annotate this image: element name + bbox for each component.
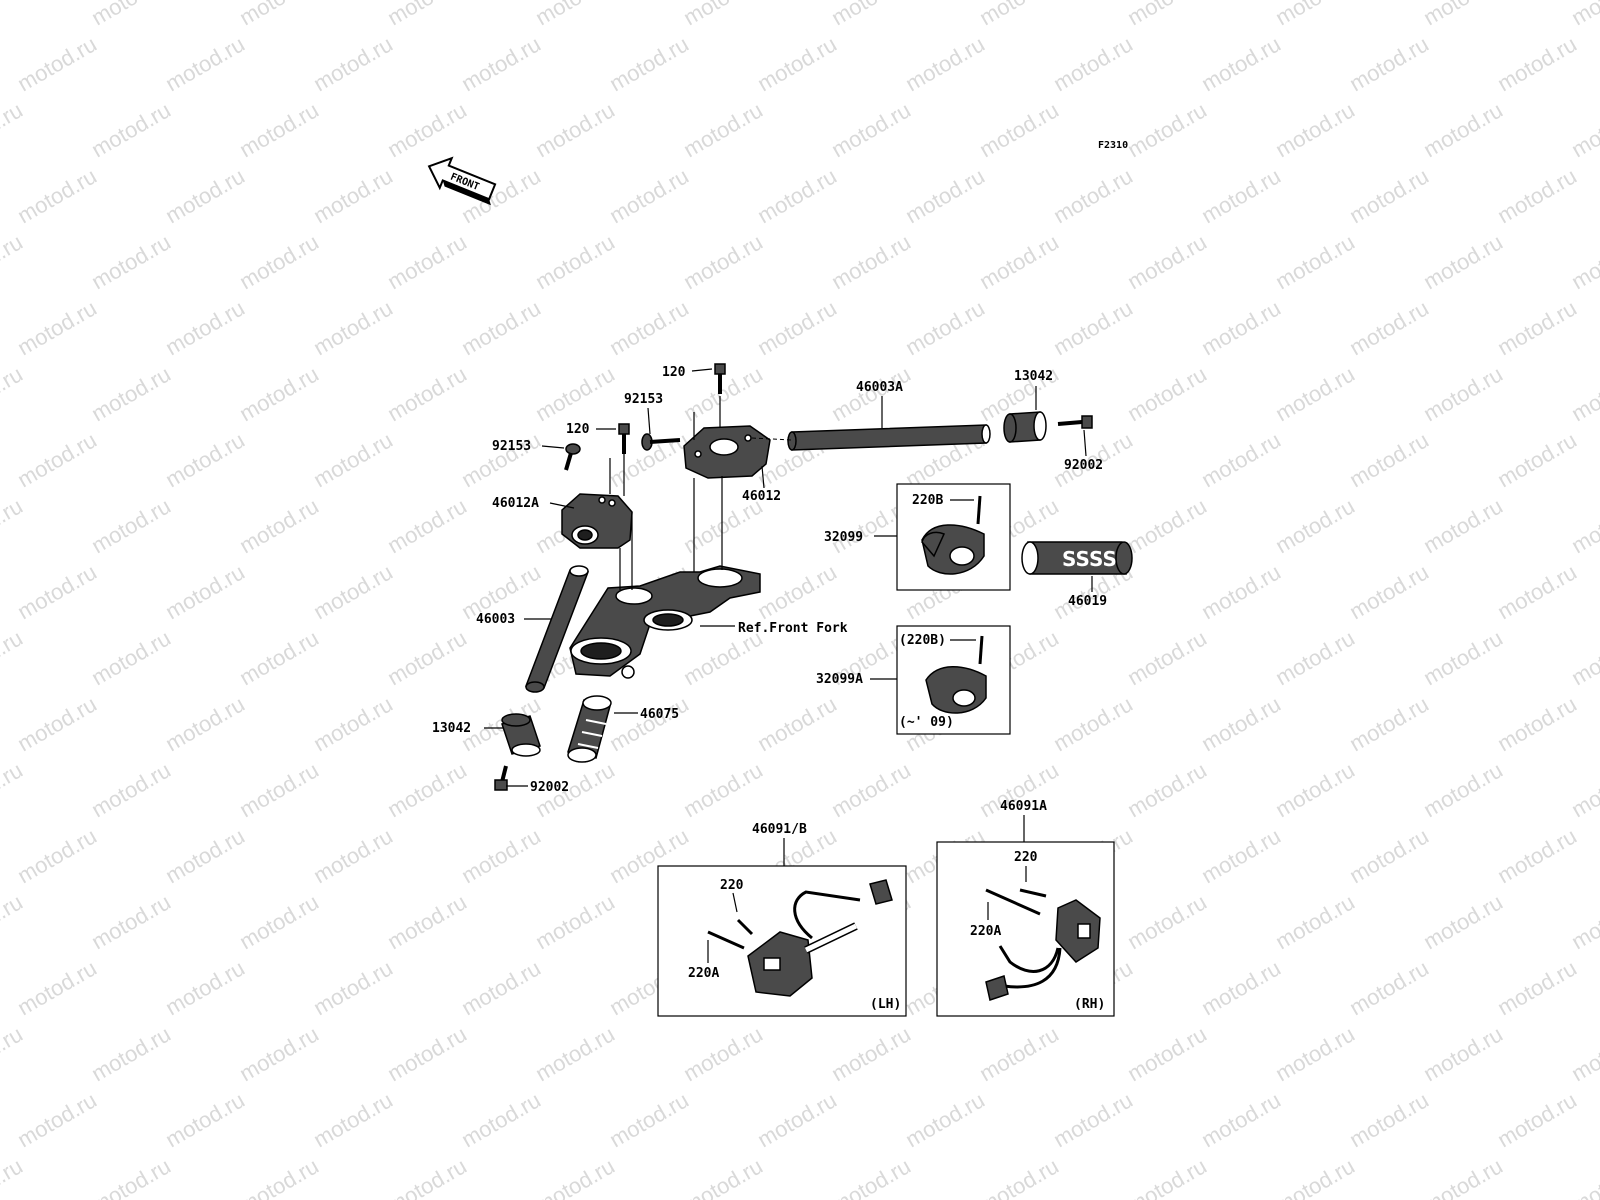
label-holder-left: 46012A: [492, 496, 539, 511]
throttle-case-alt: [925, 635, 987, 714]
label-rh-screw-220: 220: [1014, 850, 1038, 865]
label-weight-left: 13042: [432, 721, 471, 736]
label-rh-screw-220a: 220A: [970, 924, 1001, 939]
figure-code: F2310: [1098, 140, 1128, 151]
bolt-120-left: [618, 423, 630, 454]
label-bolt-120-top: 120: [662, 365, 686, 380]
label-throttle-case-alt: 32099A: [816, 672, 863, 687]
handlebar-left: [524, 565, 590, 693]
throttle-case: [921, 495, 985, 575]
label-handlebar-right: 46003A: [856, 380, 903, 395]
screw-92002-right: [1057, 415, 1093, 429]
upper-triple-clamp: [569, 565, 761, 679]
grip-pattern-icon: SSSS: [1062, 547, 1117, 571]
label-lh-screw-220a: 220A: [688, 966, 719, 981]
label-throttle-years: (~' 09): [899, 715, 954, 730]
label-switch-rh: 46091A: [1000, 799, 1047, 814]
screw-92002-left: [494, 765, 508, 791]
switch-rh: [985, 899, 1101, 1001]
label-rh-side: (RH): [1074, 997, 1105, 1012]
label-holder-right: 46012: [742, 489, 781, 504]
label-grip-left: 46075: [640, 707, 679, 722]
label-grip-right: 46019: [1068, 594, 1107, 609]
grip-right: SSSS: [1021, 541, 1133, 575]
label-handlebar-left: 46003: [476, 612, 515, 627]
label-bolt-92153-upper: 92153: [624, 392, 663, 407]
switch-lh: [747, 879, 893, 997]
label-bolt-92153-left: 92153: [492, 439, 531, 454]
label-lh-screw-220: 220: [720, 878, 744, 893]
bolt-92153-left: [564, 443, 581, 471]
label-bolt-120-left: 120: [566, 422, 590, 437]
handlebar-holder-right: [683, 425, 771, 479]
bolt-120-top: [714, 363, 726, 394]
grip-left: [567, 695, 612, 763]
label-ref-front-fork: Ref.Front Fork: [738, 621, 848, 636]
bar-end-weight-left: [501, 713, 541, 757]
label-throttle-screw-alt: (220B): [899, 633, 946, 648]
handlebar-right: [751, 424, 991, 451]
label-throttle-case: 32099: [824, 530, 863, 545]
bar-end-weight-right: [1003, 411, 1047, 443]
label-screw-right: 92002: [1064, 458, 1103, 473]
label-lh-side: (LH): [870, 997, 901, 1012]
label-weight-right: 13042: [1014, 369, 1053, 384]
bolt-92153-upper: [641, 433, 681, 451]
label-throttle-screw: 220B: [912, 493, 943, 508]
label-screw-left: 92002: [530, 780, 569, 795]
handlebar-holder-left: [561, 493, 633, 549]
front-arrow-icon: FRONT: [427, 156, 497, 206]
label-switch-lh: 46091/B: [752, 822, 807, 837]
